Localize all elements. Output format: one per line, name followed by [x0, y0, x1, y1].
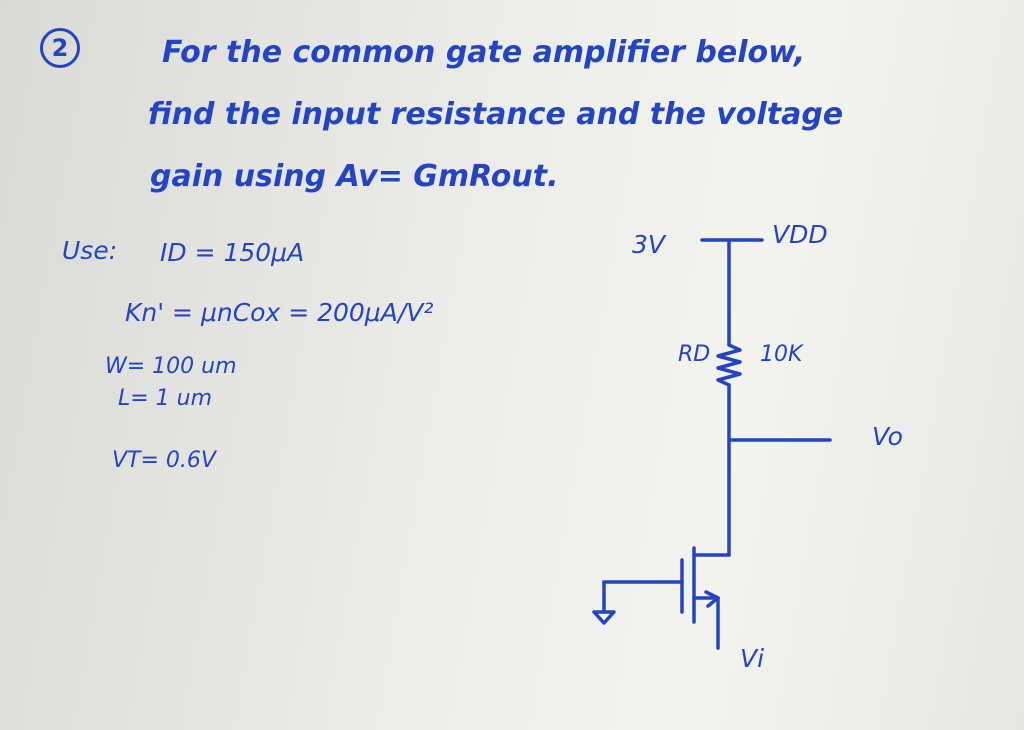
- drain-resistor: [716, 343, 742, 387]
- ground-icon: [592, 610, 616, 625]
- question-number: 2: [40, 28, 80, 68]
- process-parameter: Kn' = μnCox = 200μA/V²: [125, 298, 434, 327]
- width-value: W= 100 um: [105, 354, 237, 379]
- problem-line-3: gain using Av= GmRout.: [150, 159, 559, 194]
- threshold-voltage: VT= 0.6V: [112, 448, 216, 473]
- use-label: Use:: [62, 236, 118, 265]
- vdd-label: VDD: [772, 220, 828, 249]
- drain-current-value: ID = 150μA: [160, 238, 305, 267]
- drain-resistor-value: 10K: [760, 342, 803, 367]
- supply-voltage-value: 3V: [632, 230, 666, 259]
- length-value: L= 1 um: [118, 386, 213, 411]
- drain-resistor-label: RD: [678, 342, 711, 367]
- input-voltage-label: Vi: [740, 644, 765, 673]
- problem-line-1: For the common gate amplifier below,: [162, 35, 806, 70]
- output-voltage-label: Vo: [872, 422, 903, 451]
- problem-line-2: find the input resistance and the voltag…: [148, 97, 844, 132]
- source-arrow-icon: [704, 590, 720, 608]
